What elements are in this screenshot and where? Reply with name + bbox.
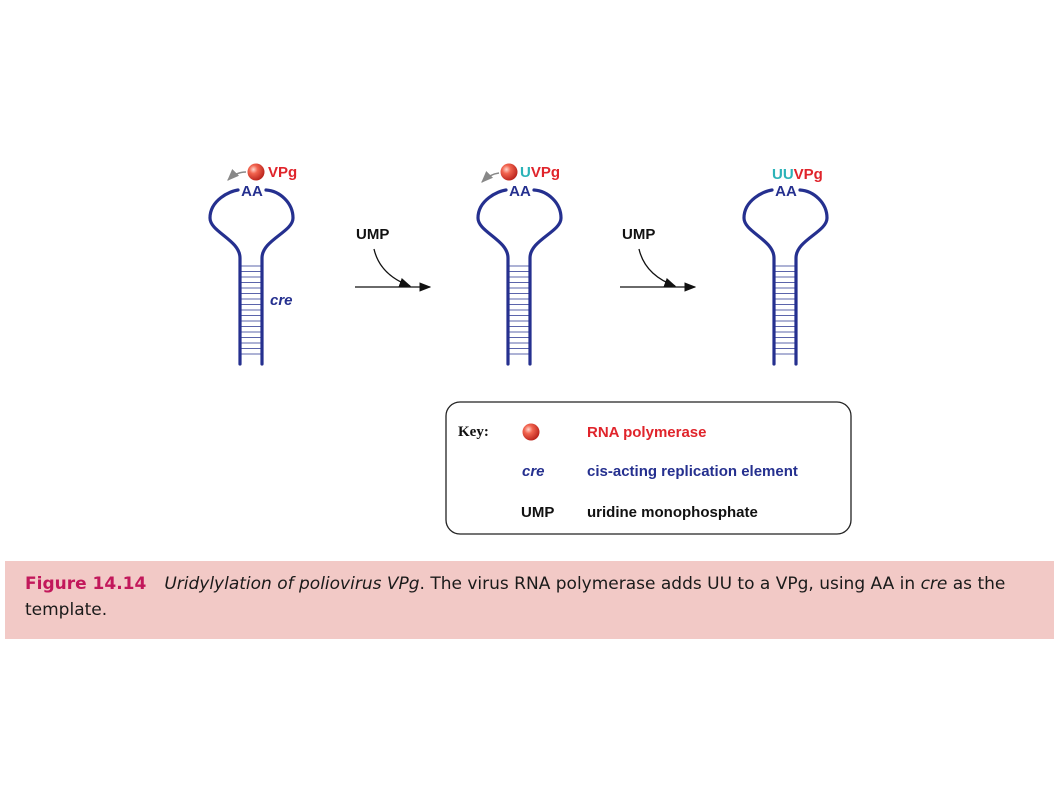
pointer-arrow <box>227 168 247 181</box>
uridine-prefix: UU <box>772 166 794 183</box>
rna-polymerase-sphere <box>500 163 518 181</box>
uridylylation-diagram: VPg AA cre UMP UVPg AA UMP UUVPg AA <box>208 163 852 535</box>
figure-caption: Figure 14.14 Uridylylation of poliovirus … <box>5 561 1054 639</box>
rna-hairpin-strand <box>208 188 295 366</box>
uvpg-label: UVPg <box>520 164 560 181</box>
hairpin-3: UUVPg AA <box>742 166 829 366</box>
caption-body-1: . The virus RNA polymerase adds UU to a … <box>419 574 921 594</box>
rna-hairpin-strand <box>476 188 563 366</box>
key-item-ump-text: uridine monophosphate <box>587 504 758 521</box>
key-item-cre-symbol: cre <box>522 463 545 480</box>
reaction-arrow-1: UMP <box>355 226 432 292</box>
vpg-label: VPg <box>531 164 560 181</box>
loop-aa-label: AA <box>509 183 531 200</box>
loop-aa-label: AA <box>241 183 263 200</box>
rna-hairpin-strand <box>742 188 829 366</box>
stem-base-pairs <box>775 265 795 355</box>
key-item-polymerase-text: RNA polymerase <box>587 424 707 441</box>
uuvpg-label: UUVPg <box>772 166 823 183</box>
caption-body-2: as the template. <box>25 574 1006 620</box>
key-item-cre-text: cis-acting replication element <box>587 463 798 480</box>
uridine-prefix: U <box>520 164 531 181</box>
ump-curved-arrow <box>638 248 677 287</box>
vpg-label: VPg <box>794 166 823 183</box>
hairpin-2: UVPg AA <box>476 163 563 366</box>
ump-curved-arrow <box>373 248 412 287</box>
key-border <box>445 401 852 535</box>
hairpin-1: VPg AA cre <box>208 163 297 366</box>
key-box: Key: RNA polymerase cre cis-acting repli… <box>445 401 852 535</box>
sphere-icon <box>522 423 540 441</box>
key-item-ump-symbol: UMP <box>521 504 554 521</box>
caption-title: Uridylylation of poliovirus VPg <box>164 574 420 594</box>
ump-label: UMP <box>622 226 655 243</box>
rna-polymerase-sphere <box>247 163 265 181</box>
stem-base-pairs <box>241 265 261 355</box>
cre-stem-label: cre <box>270 292 293 309</box>
pointer-arrow <box>481 170 500 183</box>
key-title: Key: <box>458 424 489 440</box>
reaction-arrow-2: UMP <box>620 226 697 292</box>
stem-base-pairs <box>509 265 529 355</box>
caption-body-em: cre <box>920 574 948 594</box>
vpg-label: VPg <box>268 164 297 181</box>
figure-number: Figure 14.14 <box>25 574 147 594</box>
ump-label: UMP <box>356 226 389 243</box>
loop-aa-label: AA <box>775 183 797 200</box>
